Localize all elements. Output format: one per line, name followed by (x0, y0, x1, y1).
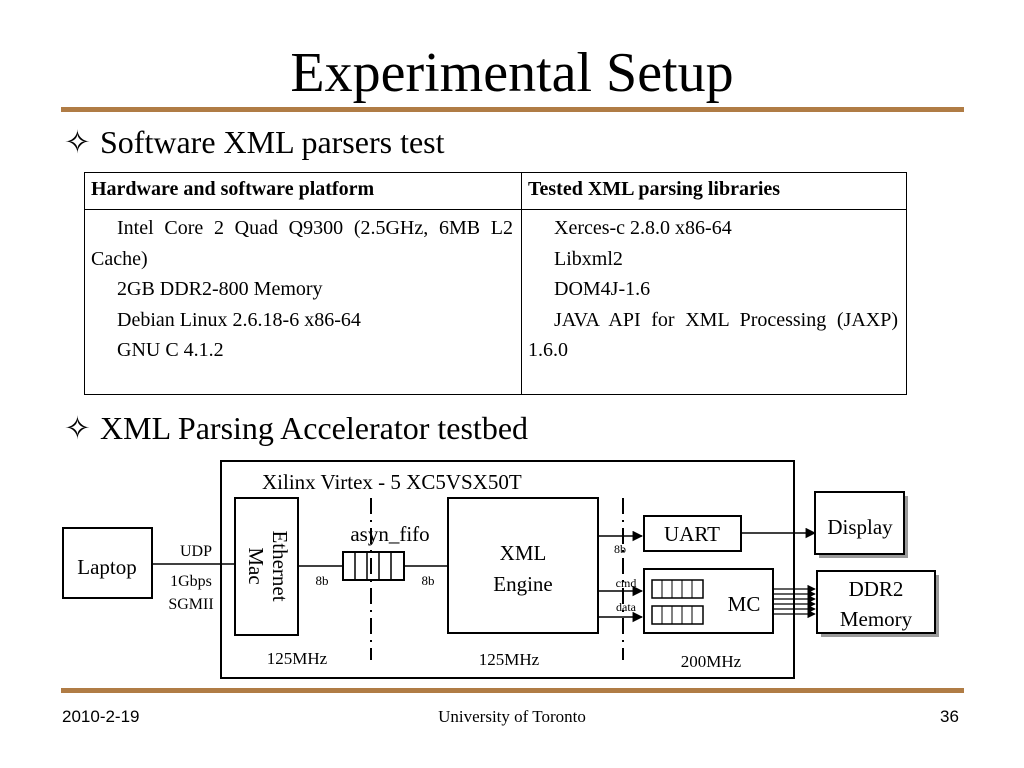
display-box (814, 491, 905, 555)
mc-label: MC (728, 592, 761, 616)
fpga-board (220, 460, 795, 679)
data-label: data (616, 600, 637, 614)
xml-engine-label-1: XML (500, 541, 547, 565)
cmd-label: cmd (616, 576, 637, 590)
header-platform: Hardware and software platform (84, 172, 522, 210)
ddr2-box (816, 570, 936, 634)
svg-text:Mac: Mac (244, 547, 268, 584)
fpga-label: Xilinx Virtex - 5 XC5VSX50T (262, 470, 522, 494)
header-libraries: Tested XML parsing libraries (521, 172, 907, 210)
table-row: Intel Core 2 Quad Q9300 (2.5GHz, 6MB L2 … (84, 209, 907, 395)
ddr2-label-2: Memory (840, 607, 913, 631)
platform-table: Hardware and software platform Tested XM… (84, 172, 907, 395)
laptop-label: Laptop (77, 555, 136, 579)
svg-text:Ethernet: Ethernet (268, 530, 292, 601)
uart-label: UART (664, 522, 720, 546)
display-label: Display (827, 515, 893, 539)
list-item: Intel Core 2 Quad Q9300 (2.5GHz, 6MB L2 … (91, 217, 513, 270)
bullet-text: XML Parsing Accelerator testbed (100, 410, 529, 446)
libraries-cell: Xerces-c 2.8.0 x86-64 Libxml2 DOM4J-1.6 … (521, 209, 907, 395)
list-item: GNU C 4.1.2 (117, 339, 224, 361)
asyn-fifo-label: asyn_fifo (350, 522, 429, 546)
xml-engine-box (447, 497, 599, 634)
four-pointed-star-icon: ✧ (64, 410, 91, 446)
memory-bus-arrows (773, 584, 816, 619)
list-item: Debian Linux 2.6.18-6 x86-64 (117, 308, 361, 331)
ethernet-mac-label: Ethernet Mac (244, 530, 292, 601)
slide-title: Experimental Setup (290, 42, 734, 104)
footer-date: 2010-2-19 (62, 707, 140, 726)
bullet-accelerator-testbed: ✧XML Parsing Accelerator testbed (64, 408, 528, 448)
list-item: DOM4J-1.6 (554, 278, 651, 300)
table-header-row: Hardware and software platform Tested XM… (84, 172, 907, 210)
clock-label-3: 200MHz (681, 652, 742, 671)
laptop-box (62, 527, 153, 599)
ddr2-label-1: DDR2 (849, 577, 904, 601)
page-number: 36 (940, 707, 959, 726)
list-item: JAVA API for XML Processing (JAXP) 1.6.0 (528, 308, 898, 362)
clock-label-2: 125MHz (479, 650, 540, 669)
mc-fifo-top (651, 579, 704, 599)
udp-label: UDP (180, 543, 212, 560)
bullet-software-test: ✧Software XML parsers test (64, 122, 445, 162)
title-rule (61, 107, 964, 112)
list-item: Libxml2 (554, 247, 623, 270)
list-item: Xerces-c 2.8.0 x86-64 (554, 217, 732, 239)
uart-width-label: 8b (614, 542, 626, 556)
width-left-label: 8b (316, 573, 329, 588)
list-item: 2GB DDR2-800 Memory (117, 278, 323, 300)
four-pointed-star-icon: ✧ (64, 124, 91, 160)
width-right-label: 8b (422, 573, 435, 588)
footer-organization: University of Toronto (438, 707, 586, 726)
uart-box (643, 515, 742, 552)
platform-cell: Intel Core 2 Quad Q9300 (2.5GHz, 6MB L2 … (84, 209, 522, 395)
asyn-fifo (342, 551, 405, 581)
footer-rule (61, 688, 964, 693)
bullet-text: Software XML parsers test (100, 124, 445, 160)
mc-fifo-bottom (651, 605, 704, 625)
clock-label-1: 125MHz (267, 649, 328, 668)
sgmii-label: SGMII (168, 596, 213, 613)
xml-engine-label-2: Engine (493, 572, 552, 596)
ethernet-mac-box (234, 497, 299, 636)
speed-label: 1Gbps (170, 573, 212, 590)
